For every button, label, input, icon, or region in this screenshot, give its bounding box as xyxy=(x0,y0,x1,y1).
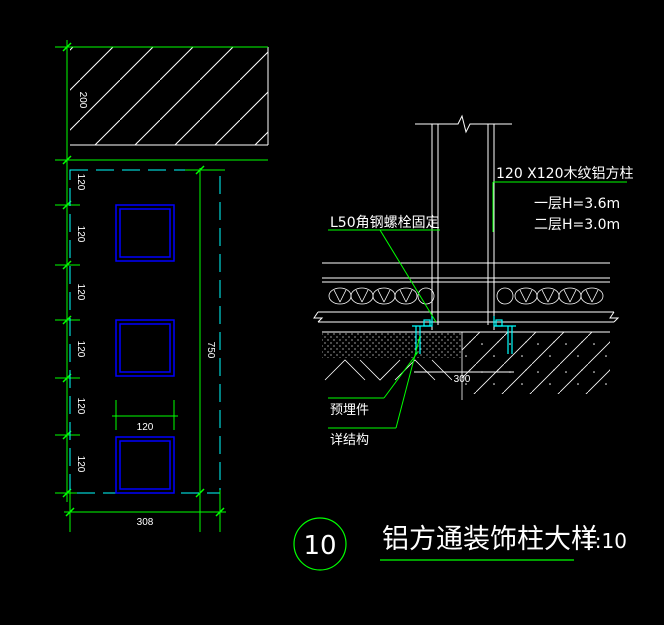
tube-1 xyxy=(115,204,175,262)
tube-2 xyxy=(115,319,175,377)
break-left xyxy=(313,311,324,323)
title-number: 10 xyxy=(303,531,336,561)
floor2-note: 二层H=3.0m xyxy=(534,217,620,233)
dim-height-750: 750 xyxy=(205,342,216,359)
tube-3 xyxy=(115,436,175,494)
angle-steel-brackets xyxy=(412,316,516,354)
bottom-tick-left xyxy=(65,507,75,517)
break-right xyxy=(609,311,620,323)
dim-top-200: 200 xyxy=(77,92,88,109)
column-outline xyxy=(415,114,512,330)
angle-note: L50角钢螺栓固定 xyxy=(330,215,440,231)
wall-hatch-block xyxy=(70,47,268,145)
dim-tube-width: 120 xyxy=(137,422,154,433)
dim-row-3: 120 xyxy=(75,284,86,301)
pebble-layer xyxy=(328,287,604,305)
section-view: 300 120 X120木纹铝方柱 一层H=3.6m 二层H=3.0m L50角… xyxy=(313,114,633,448)
soil-hatch xyxy=(324,359,453,381)
leader-lines xyxy=(328,181,627,429)
dim-base-300: 300 xyxy=(454,374,471,385)
detail-note: 详结构 xyxy=(330,433,369,448)
height-tick-bottom xyxy=(195,488,205,498)
title-scale: 1:10 xyxy=(582,529,627,553)
bottom-tick-right xyxy=(215,507,225,517)
sand-layer xyxy=(322,332,462,358)
height-tick-top xyxy=(195,165,205,175)
dim-row-4: 120 xyxy=(75,341,86,358)
embed-note: 预埋件 xyxy=(330,403,369,418)
drawing-title: 10 铝方通装饰柱大样 1:10 xyxy=(293,517,627,571)
floor1-note: 一层H=3.6m xyxy=(534,196,620,212)
dim-row-1: 120 xyxy=(75,174,86,191)
plan-view: 200 120 120 120 120 120 120 120 xyxy=(55,40,269,532)
dim-row-2: 120 xyxy=(75,226,86,243)
concrete-base xyxy=(462,332,610,394)
title-number-circle xyxy=(293,517,347,571)
title-text: 铝方通装饰柱大样 xyxy=(382,524,598,555)
dashed-cladding-outline xyxy=(69,169,221,494)
dim-row-6: 120 xyxy=(75,456,86,473)
dim-row-5: 120 xyxy=(75,398,86,415)
column-note: 120 X120木纹铝方柱 xyxy=(496,166,633,182)
dim-bottom-308: 308 xyxy=(137,517,154,528)
